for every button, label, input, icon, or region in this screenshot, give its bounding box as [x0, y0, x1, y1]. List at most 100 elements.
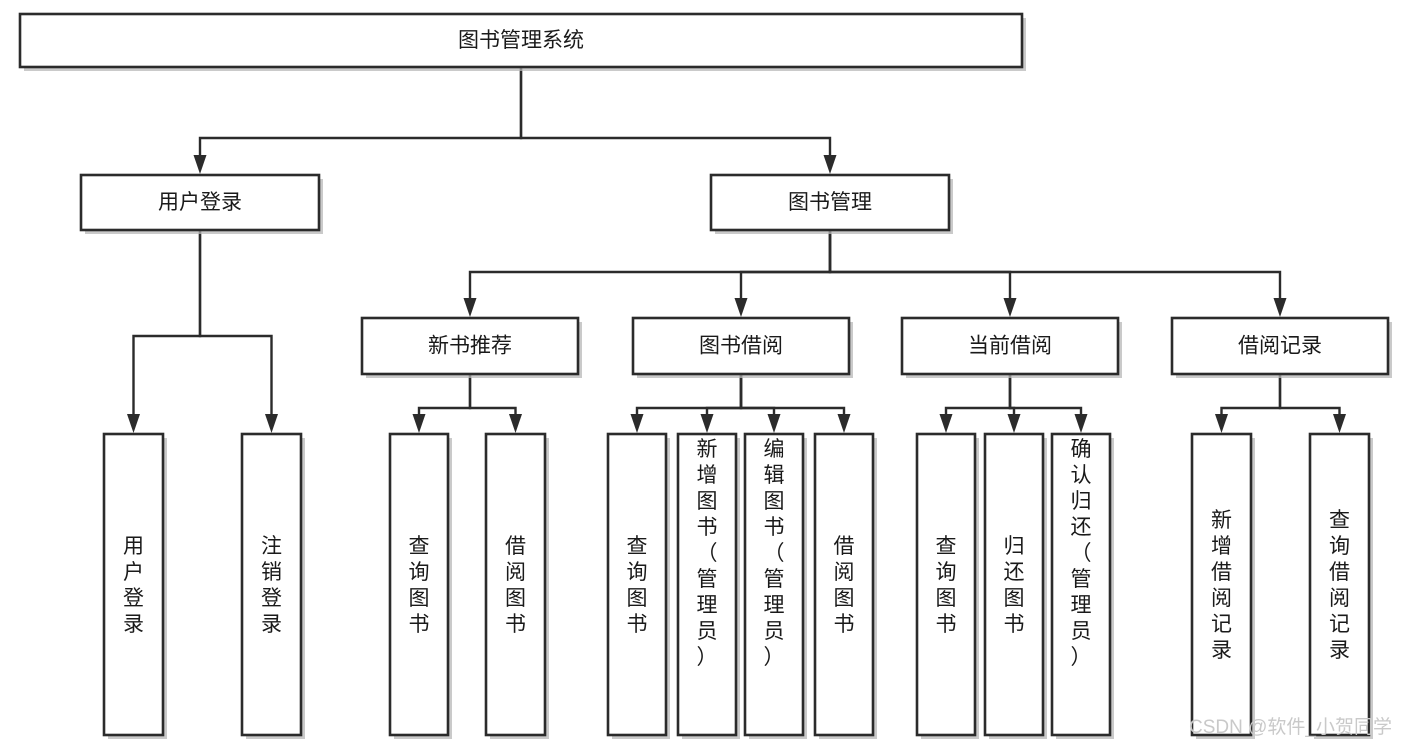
connector-current-borrow-to-leaf-query-book-current — [939, 374, 1012, 433]
node-rect[interactable] — [915, 432, 977, 737]
csdn-watermark: CSDN @软件_小贺同学 — [1189, 716, 1392, 738]
node-label: 图书借阅 — [699, 335, 783, 358]
arrow-head-icon — [939, 414, 953, 433]
node-leaf-user-login[interactable]: 用户登录 — [102, 432, 167, 739]
connector-line — [828, 230, 1282, 298]
node-rect[interactable] — [240, 432, 303, 737]
arrow-head-icon — [1003, 298, 1017, 317]
node-label: 新增借阅记录 — [1211, 509, 1232, 662]
arrow-head-icon — [1074, 414, 1088, 433]
node-rect[interactable] — [1308, 432, 1371, 737]
node-leaf-edit-book[interactable]: 编辑图书（管理员） — [743, 432, 807, 739]
node-rect[interactable] — [18, 12, 1024, 69]
connector-line — [1220, 374, 1282, 414]
arrow-head-icon — [509, 414, 522, 433]
connector-layer — [127, 67, 1346, 433]
node-layer: 图书管理系统用户登录图书管理新书推荐图书借阅当前借阅借阅记录用户登录注销登录查询… — [18, 12, 1392, 739]
node-label: 用户登录 — [158, 191, 242, 214]
node-label: 查询图书 — [627, 535, 648, 636]
node-leaf-borrow-book[interactable]: 借阅图书 — [813, 432, 877, 739]
node-leaf-return-book[interactable]: 归还图书 — [983, 432, 1047, 739]
arrow-head-icon — [767, 414, 781, 433]
node-label: 借阅记录 — [1238, 335, 1322, 358]
node-current-borrow[interactable]: 当前借阅 — [900, 316, 1122, 378]
arrow-head-icon — [1215, 414, 1228, 433]
node-rect[interactable] — [1170, 316, 1390, 376]
arrow-head-icon — [265, 414, 278, 433]
node-leaf-logout-login[interactable]: 注销登录 — [240, 432, 305, 739]
node-rect[interactable] — [484, 432, 547, 737]
node-label: 查询图书 — [409, 535, 430, 636]
node-leaf-query-borrow-record[interactable]: 查询借阅记录 — [1308, 432, 1373, 739]
node-user-login[interactable]: 用户登录 — [79, 173, 323, 234]
arrow-head-icon — [823, 155, 837, 174]
node-root[interactable]: 图书管理系统 — [18, 12, 1026, 71]
node-leaf-query-book-recommend[interactable]: 查询图书 — [388, 432, 452, 739]
node-book-management[interactable]: 图书管理 — [709, 173, 953, 234]
node-rect[interactable] — [631, 316, 851, 376]
node-leaf-borrow-book-recommend[interactable]: 借阅图书 — [484, 432, 549, 739]
node-rect[interactable] — [388, 432, 450, 737]
node-rect[interactable] — [813, 432, 875, 737]
node-borrow-record[interactable]: 借阅记录 — [1170, 316, 1392, 378]
node-rect[interactable] — [360, 316, 580, 376]
connector-line — [417, 374, 472, 414]
connector-line — [828, 230, 1012, 298]
arrow-head-icon — [630, 414, 644, 433]
arrow-head-icon — [734, 298, 748, 317]
node-label: 新增图书（管理员） — [697, 438, 718, 669]
node-leaf-add-borrow-record[interactable]: 新增借阅记录 — [1190, 432, 1255, 739]
node-label: 图书管理系统 — [458, 29, 584, 52]
arrow-head-icon — [463, 298, 477, 317]
connector-line — [1278, 374, 1341, 414]
node-rect[interactable] — [1190, 432, 1253, 737]
connector-line — [519, 67, 832, 155]
node-book-borrow[interactable]: 图书借阅 — [631, 316, 853, 378]
node-leaf-confirm-return[interactable]: 确认归还（管理员） — [1050, 432, 1114, 739]
connector-line — [132, 230, 202, 414]
node-rect[interactable] — [1050, 432, 1112, 737]
node-rect[interactable] — [606, 432, 668, 737]
arrow-head-icon — [193, 155, 207, 174]
node-label: 查询图书 — [936, 535, 957, 636]
node-label: 归还图书 — [1004, 535, 1025, 636]
connector-line — [739, 230, 832, 298]
node-leaf-add-book[interactable]: 新增图书（管理员） — [676, 432, 740, 739]
connector-book-borrow-to-leaf-edit-book — [739, 374, 781, 433]
node-rect[interactable] — [900, 316, 1120, 376]
arrow-head-icon — [700, 414, 714, 433]
connector-user-login-to-leaf-logout-login — [198, 230, 278, 433]
connector-book-borrow-to-leaf-add-book — [700, 374, 743, 433]
connector-book-management-to-current-borrow — [828, 230, 1017, 317]
connector-book-borrow-to-leaf-borrow-book — [739, 374, 851, 433]
connector-new-book-recommend-to-leaf-borrow-book-recommend — [468, 374, 522, 433]
node-label: 当前借阅 — [968, 335, 1052, 358]
arrow-head-icon — [837, 414, 851, 433]
connector-line — [944, 374, 1012, 414]
node-leaf-query-book-current[interactable]: 查询图书 — [915, 432, 979, 739]
node-label: 新书推荐 — [428, 335, 512, 358]
node-rect[interactable] — [79, 173, 321, 232]
node-rect[interactable] — [676, 432, 738, 737]
node-label: 编辑图书（管理员） — [764, 438, 785, 669]
node-label: 借阅图书 — [505, 535, 526, 636]
connector-book-management-to-book-borrow — [734, 230, 832, 317]
connector-user-login-to-leaf-user-login — [127, 230, 202, 433]
connector-book-management-to-new-book-recommend — [463, 230, 832, 317]
connector-current-borrow-to-leaf-confirm-return — [1008, 374, 1088, 433]
node-label: 借阅图书 — [834, 535, 855, 636]
node-new-book-recommend[interactable]: 新书推荐 — [360, 316, 582, 378]
node-rect[interactable] — [743, 432, 805, 737]
node-rect[interactable] — [102, 432, 165, 737]
node-leaf-query-book-borrow[interactable]: 查询图书 — [606, 432, 670, 739]
node-label: 用户登录 — [123, 535, 144, 636]
arrow-head-icon — [1333, 414, 1346, 433]
connector-line — [468, 374, 517, 414]
node-rect[interactable] — [983, 432, 1045, 737]
arrow-head-icon — [1273, 298, 1287, 317]
connector-line — [739, 374, 846, 414]
connector-new-book-recommend-to-leaf-query-book-recommend — [412, 374, 472, 433]
node-rect[interactable] — [709, 173, 951, 232]
